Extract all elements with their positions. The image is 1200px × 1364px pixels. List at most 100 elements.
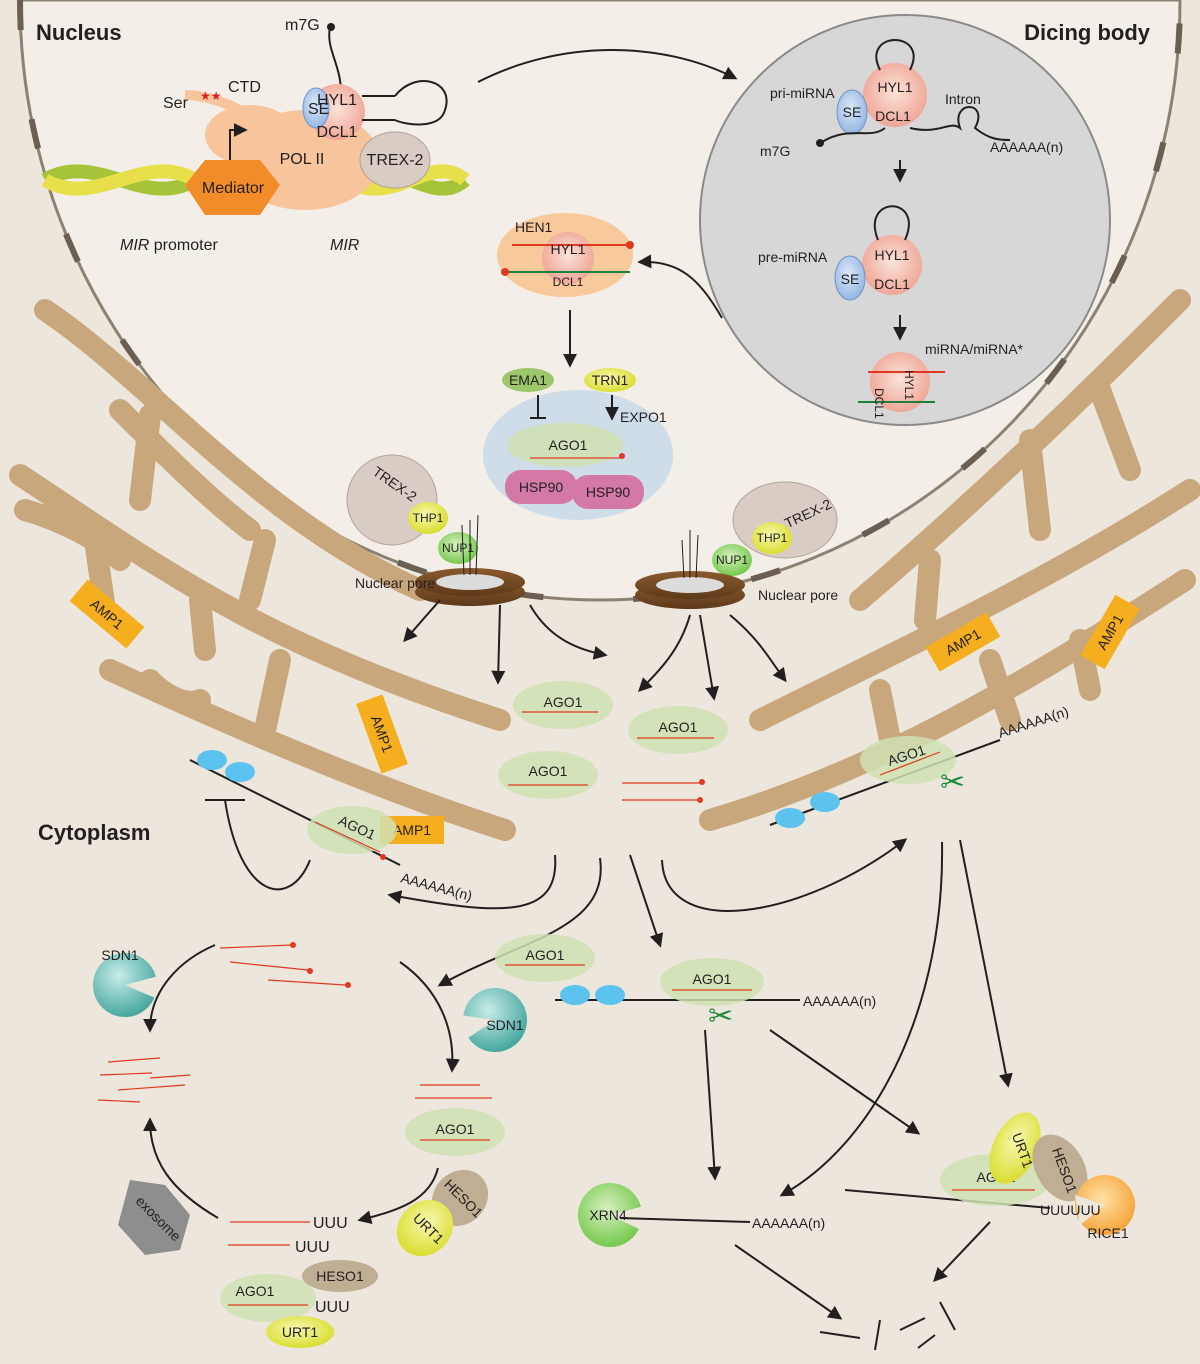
uuu-label-2: UUU (295, 1239, 330, 1256)
ser-label: Ser (163, 95, 189, 112)
ema1-label: EMA1 (509, 372, 547, 388)
trex2-label: TREX-2 (367, 152, 424, 169)
arrow-to-er-cleavage (661, 838, 908, 912)
uuu-label-3: UUU (315, 1299, 350, 1316)
se-protein (302, 87, 330, 129)
scissors-icon-er: ✂ (940, 766, 965, 799)
m7g-label: m7G (285, 17, 320, 34)
left-nup1-label: NUP1 (442, 541, 474, 555)
hen1-complex: HEN1 HYL1 DCL1 (497, 213, 634, 297)
right-thp1-label: THP1 (757, 531, 788, 545)
export-arrow-4 (638, 614, 691, 692)
scissors-icon-cytoplasm: ✂ (708, 1000, 733, 1033)
se-label-pri: SE (843, 104, 862, 120)
hyl1-label: HYL1 (317, 92, 357, 109)
arrow-sdn1-left (143, 944, 216, 1033)
ago1-label-free-d: AGO1 (526, 947, 565, 963)
hyl1-dcl1-pri (863, 63, 927, 127)
se-label-pre: SE (841, 271, 860, 287)
ago1-label-free-a: AGO1 (544, 694, 583, 710)
ago1-export-complex: EMA1 TRN1 EXPO1 AGO1 HSP90 HSP90 (483, 368, 673, 520)
expo1-label: EXPO1 (620, 409, 667, 425)
arrow-uridylation (357, 1167, 439, 1225)
ago1-cleave-label: AGO1 (693, 971, 732, 987)
export-arrow-5 (699, 614, 720, 701)
arrow-er-to-uridylation (959, 839, 1013, 1088)
ctd-label: CTD (228, 79, 261, 96)
amp1-boxes: AMP1 AMP1 AMP1 AMP1 AMP1 (69, 579, 1140, 844)
amp1-label-3: AMP1 (393, 822, 431, 838)
tss-arrow (229, 123, 248, 160)
arrow-to-hen1 (637, 254, 723, 319)
left-pore-label: Nuclear pore (355, 575, 435, 591)
sdn1-left-label: SDN1 (101, 947, 139, 963)
pri-mirna-label: pri-miRNA (770, 85, 835, 101)
xrn4-label: XRN4 (589, 1207, 627, 1223)
arrow-cleave-to-rice1 (769, 1029, 921, 1135)
m7g-cap (327, 23, 335, 31)
cytoplasm-label: Cytoplasm (38, 820, 150, 845)
arrow-er-to-xrn4 (779, 841, 944, 1197)
sdn1-mid-label: SDN1 (486, 1017, 524, 1033)
arrow-exosome (143, 1117, 219, 1219)
polya-label-dicing: AAAAAA(n) (990, 139, 1063, 155)
export-arrow-3 (529, 604, 608, 660)
arrow-xrn4-to-fragments (734, 1244, 843, 1320)
polya-decay-label: AAAAAA(n) (752, 1215, 825, 1231)
pre-mirna-label: pre-miRNA (758, 249, 828, 265)
dicing-body: pri-miRNA SE HYL1 DCL1 Intron m7G AAAAAA… (699, 14, 1111, 426)
stem-lines (362, 95, 395, 121)
nuclear-pore-right: TREX-2 THP1 NUP1 Nuclear pore (635, 481, 838, 609)
hyl1-label-pre: HYL1 (874, 247, 909, 263)
heso1-bottom-label: HESO1 (316, 1268, 364, 1284)
arrow-cleave-to-xrn4 (704, 1029, 722, 1181)
ago1-bottom-label: AGO1 (236, 1283, 275, 1299)
arrow-to-uridylation (399, 961, 460, 1073)
trn1-label: TRN1 (592, 372, 629, 388)
nuclear-pore-left: TREX-2 THP1 NUP1 Nuclear pore (346, 454, 525, 606)
transcription-complex: ★★ m7G CTD Ser SE HYL1 DCL1 POL II TREX-… (41, 17, 470, 254)
export-arrow-6 (729, 614, 787, 683)
pol2-lobe (205, 105, 295, 165)
left-thp1-label: THP1 (413, 511, 444, 525)
ser-phospho-stars: ★★ (200, 89, 222, 103)
dcl1-label: DCL1 (317, 124, 358, 141)
se-label: SE (308, 101, 329, 118)
nucleus-label: Nucleus (36, 20, 122, 45)
dcl1-label-duplex: DCL1 (872, 388, 886, 419)
arrow-rice1-to-fragments (933, 1221, 991, 1283)
cytoplasm-cleavage: AGO1 AGO1 ✂ AAAAAA(n) (495, 934, 876, 1033)
export-arrow-2 (491, 604, 506, 685)
hyl1-label-duplex: HYL1 (902, 370, 916, 400)
mirna-degradation: SDN1 AGO1 HESO1 URT1 UUU UUU AGO1 UUU HE… (93, 942, 527, 1348)
hyl1-label-pri: HYL1 (877, 79, 912, 95)
export-arrow-1 (403, 599, 441, 643)
endoplasmic-reticulum (9, 289, 1200, 841)
polya-cleave-label: AAAAAA(n) (803, 993, 876, 1009)
mir-promoter-label: MIR promoter (120, 237, 218, 254)
m7g-label-dicing: m7G (760, 143, 790, 159)
mrna-decay: XRN4 AAAAAA(n) AGO1 URT1 HESO1 UUUUUU RI… (578, 1112, 1135, 1351)
hyl1-label-hen1: HYL1 (550, 241, 585, 257)
arrow-to-translation-repression (387, 854, 557, 910)
ago1-cycle-label: AGO1 (436, 1121, 475, 1137)
hairpin-loop (394, 80, 448, 126)
hsp90-left-label: HSP90 (519, 479, 564, 495)
arrow-to-dicing-body (477, 49, 738, 83)
ctd-tail (184, 90, 243, 115)
mirna-duplex-label: miRNA/miRNA* (925, 341, 1024, 357)
arrow-to-degradation (437, 857, 602, 987)
dcl1-label-pri: DCL1 (875, 108, 911, 124)
right-pore-label: Nuclear pore (758, 587, 838, 603)
rna-fragments (819, 1301, 956, 1351)
trex2-protein (359, 131, 431, 189)
ago1-label-free-c: AGO1 (529, 763, 568, 779)
mediator-hexagon (185, 160, 280, 215)
pol2-label: POL II (280, 151, 325, 168)
urt1-bottom-label: URT1 (282, 1324, 319, 1340)
intron-label: Intron (945, 91, 981, 107)
ago1-label-free-b: AGO1 (659, 719, 698, 735)
mir-gene-label: MIR (330, 237, 360, 254)
